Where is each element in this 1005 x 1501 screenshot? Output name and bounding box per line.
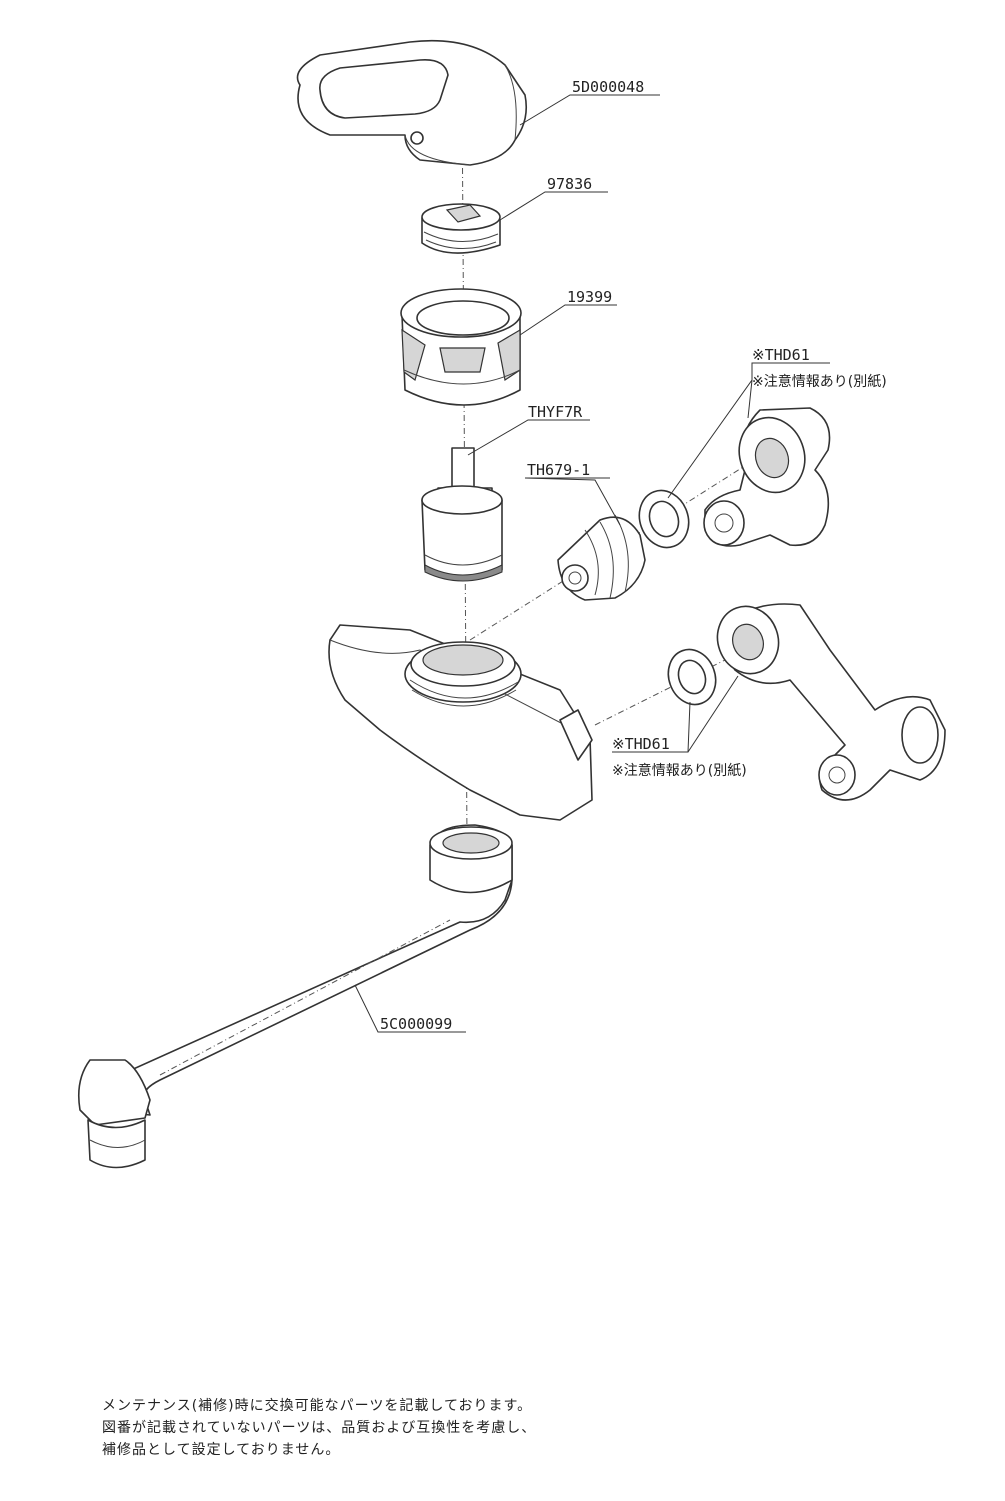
label-check-valve: TH679-1 (527, 461, 590, 479)
footnote-line-1: メンテナンス(補修)時に交換可能なパーツを記載しております。 (102, 1398, 533, 1414)
leader-handle (519, 94, 660, 126)
footnote-line-2: 図番が記載されていないパーツは、品質および互換性を考慮し、 (102, 1420, 537, 1436)
gasket-upper-part (638, 489, 690, 549)
lower-inlet-axis (594, 649, 746, 726)
label-handle: 5D000048 (572, 78, 644, 96)
leader-check-valve (524, 477, 621, 526)
leader-spout (354, 984, 466, 1033)
leader-cover (519, 304, 617, 336)
maintenance-footnote: メンテナンス(補修)時に交換可能なパーツを記載しております。 図番が記載されてい… (102, 1395, 902, 1461)
body-part (328, 624, 593, 821)
check-valve-part (557, 514, 646, 601)
leader-cap (499, 191, 608, 221)
upper-inlet-axis (469, 449, 771, 641)
footnote-line-3: 補修品として設定しておりません。 (102, 1442, 341, 1458)
note-gasket-upper: ※注意情報あり(別紙) (752, 373, 887, 390)
label-cap: 97836 (547, 175, 592, 193)
cartridge-part (421, 447, 503, 582)
label-gasket-lower: ※THD61 (612, 735, 670, 753)
label-cartridge: THYF7R (528, 403, 583, 421)
label-spout: 5C000099 (380, 1015, 452, 1033)
upper-elbow-part (703, 407, 831, 547)
lower-crank-part (716, 603, 946, 801)
gasket-lower-part (667, 648, 717, 706)
spout-part (77, 824, 513, 1169)
leader-gasket-upper (667, 362, 830, 499)
note-gasket-lower: ※注意情報あり(別紙) (612, 762, 747, 779)
handle-part (296, 39, 528, 166)
leader-gasket-lower-2 (687, 675, 739, 753)
label-cover: 19399 (567, 288, 612, 306)
leader-cartridge (467, 419, 590, 456)
leader-gasket-upper-2 (747, 379, 753, 419)
label-gasket-upper: ※THD61 (752, 346, 810, 364)
cap-part (421, 203, 501, 254)
cover-part (400, 288, 522, 406)
